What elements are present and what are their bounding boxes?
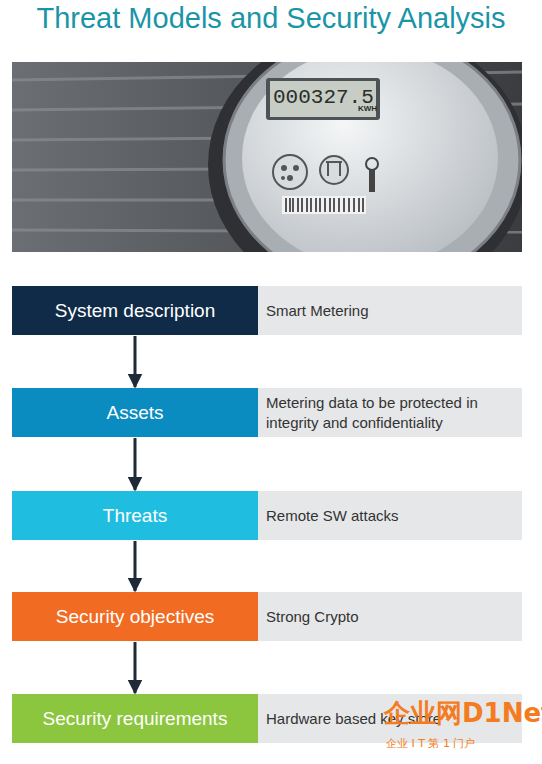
node-text-group: Remote SW attacks [266,506,399,526]
step-description: Metering data to be protected in integri… [266,393,514,433]
node-text-group: Assets [106,402,163,424]
node-text-group: System description [55,300,216,322]
node-text-group: Security objectives [56,606,214,628]
flow-arrow [134,438,137,490]
photo [12,62,522,252]
watermark: 企业网D1Net [384,696,542,731]
meter-unit: KWH [358,104,377,113]
description-box: Metering data to be protected in integri… [258,388,522,437]
step-title: Threats [103,505,167,527]
node-text-group: Smart Metering [266,301,369,321]
node-text-group: Threats [103,505,167,527]
step-box: Assets [12,388,258,437]
node-text-group: Strong Crypto [266,607,359,627]
step-box: Security objectives [12,592,258,641]
description-box: Strong Crypto [258,592,522,641]
node-text-group: Security requirements [43,708,228,730]
flow-arrow [134,642,137,693]
step-box: Security requirements [12,694,258,743]
step-title: Security requirements [43,708,228,730]
step-box: Threats [12,491,258,540]
node-text-group: Metering data to be protected in integri… [266,393,514,433]
description-box: Remote SW attacks [258,491,522,540]
step-description: Remote SW attacks [266,506,399,526]
step-description: Strong Crypto [266,607,359,627]
step-description: Smart Metering [266,301,369,321]
diagram-title: Threat Models and Security Analysis [0,2,542,35]
step-title: Security objectives [56,606,214,628]
step-box: System description [12,286,258,335]
flow-arrow [134,541,137,591]
step-title: Assets [106,402,163,424]
watermark-subtitle: 企业 I T 第 1 门户 [386,736,475,751]
flow-arrow [134,336,137,387]
description-box: Smart Metering [258,286,522,335]
step-title: System description [55,300,216,322]
